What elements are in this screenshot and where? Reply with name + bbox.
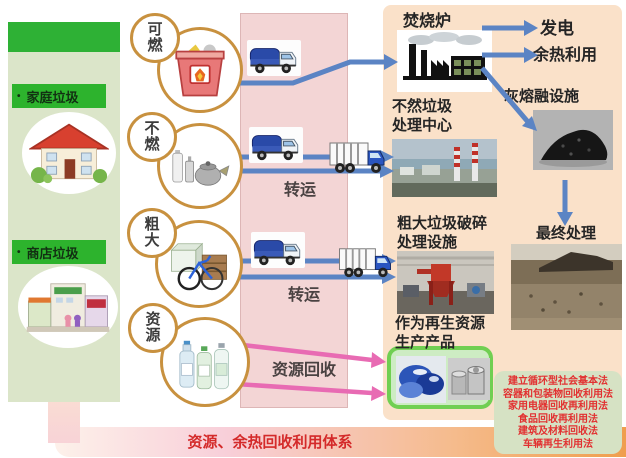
law-item: 容器和包装物回收利用法 <box>503 388 613 400</box>
power-generation-label: 发电 <box>540 19 574 38</box>
transfer-label-2: 转运 <box>287 287 320 304</box>
category-bulky: 粗 大 <box>127 208 177 258</box>
system-title: 资源、余热回收利用体系 <box>187 434 353 451</box>
category-burnable: 可 燃 <box>130 13 180 63</box>
nonburnable-item-circle <box>157 123 243 209</box>
bullet-icon: • <box>17 90 21 102</box>
transfer-label-1: 转运 <box>283 182 316 199</box>
crusher-facility-icon <box>397 251 494 314</box>
recycled-textile-photo <box>396 356 446 403</box>
incinerator-factory-icon <box>403 32 487 80</box>
bullet-icon: • <box>17 246 21 258</box>
recycled-products-label: 作为再生资源 生产产品 <box>395 315 486 352</box>
recycled-metal-photo <box>448 358 490 400</box>
source-panel-header <box>8 22 120 52</box>
garbage-truck-icon <box>249 48 297 74</box>
cans-kettle-icon <box>172 150 230 186</box>
law-item: 车辆再生利用法 <box>523 438 593 450</box>
category-nonburnable: 不 燃 <box>127 112 177 162</box>
box-truck-icon <box>329 142 385 173</box>
house-illustration-frame <box>22 112 116 194</box>
ash-pile-photo <box>533 110 613 170</box>
shops-illustration-frame <box>18 266 118 348</box>
law-item: 食品回收再利用法 <box>518 413 598 425</box>
household-waste-label: • 家庭垃圾 <box>12 84 106 108</box>
bulky-item-circle <box>155 220 243 308</box>
category-recyclable: 资 源 <box>128 303 178 353</box>
burnable-bin-icon <box>175 44 225 97</box>
final-disposal-label: 最终处理 <box>536 225 597 242</box>
garbage-truck-icon <box>251 135 299 161</box>
landfill-icon <box>511 244 622 330</box>
household-waste-text: 家庭垃圾 <box>26 89 79 105</box>
law-item: 建筑及材料回收法 <box>518 426 598 437</box>
ash-melting-label: 灰熔融设施 <box>504 88 580 105</box>
box-truck-icon <box>339 248 391 278</box>
noncombustible-center-label: 不然垃圾 处理中心 <box>392 98 453 135</box>
bicycle-furniture-icon <box>170 242 227 291</box>
shops-icon <box>26 283 110 332</box>
law-item: 家用电器回收再利用法 <box>508 401 608 412</box>
shop-waste-label: • 商店垃圾 <box>12 240 106 264</box>
incinerator-label: 焚烧炉 <box>403 13 452 30</box>
treatment-center-icon <box>392 139 497 197</box>
noncombustible-center-photo <box>392 139 497 197</box>
garbage-truck-icon <box>253 240 301 266</box>
plastic-bottles-icon <box>179 340 229 390</box>
ash-pile-icon <box>539 129 608 167</box>
final-disposal-photo <box>511 244 622 330</box>
recycled-products-box <box>387 346 493 409</box>
recycling-laws-panel: 建立循环型社会基本法 容器和包装物回收利用法 家用电器回收再利用法 食品回收再利… <box>494 371 622 454</box>
shop-waste-text: 商店垃圾 <box>26 245 79 261</box>
house-icon <box>29 123 109 184</box>
bulky-crusher-label: 粗大垃圾破碎 处理设施 <box>397 215 488 252</box>
bulky-crusher-photo <box>397 251 494 314</box>
law-item: 建立循环型社会基本法 <box>508 376 608 387</box>
resource-recovery-label: 资源回收 <box>271 362 336 379</box>
waste-heat-label: 余热利用 <box>533 47 598 64</box>
incinerator-photo <box>397 30 492 92</box>
